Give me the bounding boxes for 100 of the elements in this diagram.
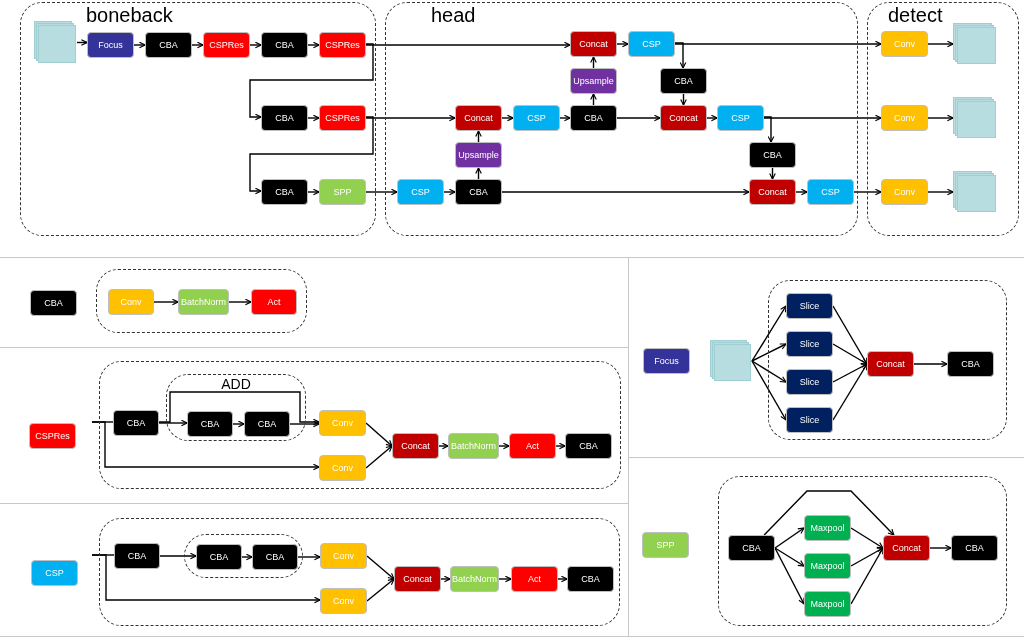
dashed-container — [867, 2, 1019, 236]
arrow — [559, 114, 571, 122]
arrow — [307, 114, 320, 122]
process-box: BatchNorm — [448, 433, 499, 459]
arrow — [501, 188, 750, 196]
arrow — [590, 93, 597, 106]
arrow — [365, 422, 393, 447]
arrow — [76, 39, 88, 46]
group-heading: head — [431, 3, 476, 28]
arrow — [774, 527, 805, 549]
arrow — [366, 578, 395, 602]
arrow — [133, 41, 146, 49]
process-box: Slice — [786, 293, 833, 319]
process-box: CBA — [187, 411, 233, 437]
process-box: CBA — [455, 179, 502, 205]
process-box: Concat — [883, 535, 930, 561]
process-box: CBA — [567, 566, 614, 592]
process-box: Concat — [867, 351, 914, 377]
process-box: Act — [509, 433, 556, 459]
process-box: CBA — [565, 433, 612, 459]
arrow — [365, 41, 571, 49]
arrow — [241, 553, 253, 561]
arrow — [913, 360, 948, 368]
process-box: Concat — [570, 31, 617, 57]
arrow — [927, 188, 954, 196]
dashed-container — [768, 280, 1007, 440]
dashed-container — [718, 476, 1007, 626]
process-box: Focus — [643, 348, 690, 374]
process-box: SPP — [319, 179, 366, 205]
process-box: CBA — [252, 544, 298, 570]
arrow — [249, 116, 374, 195]
arrow — [774, 547, 805, 605]
arrow — [706, 114, 718, 122]
process-box: CSPRes — [203, 32, 250, 58]
arrow — [501, 114, 514, 122]
process-box: SPP — [642, 532, 689, 558]
process-box: CBA — [570, 105, 617, 131]
process-box: Act — [511, 566, 558, 592]
process-box: Concat — [660, 105, 707, 131]
arrow — [751, 343, 787, 362]
dashed-container — [99, 518, 620, 626]
process-box: CBA — [749, 142, 796, 168]
arrow — [795, 188, 808, 196]
arrow — [927, 114, 954, 122]
arrow — [832, 305, 868, 365]
process-box: Concat — [392, 433, 439, 459]
process-box: Conv — [881, 179, 928, 205]
process-box: Conv — [881, 105, 928, 131]
process-box: CSP — [628, 31, 675, 57]
arrow — [297, 553, 321, 561]
process-box: Conv — [320, 543, 367, 569]
arrow — [498, 442, 510, 450]
arrow — [832, 363, 868, 421]
process-box: BatchNorm — [450, 566, 499, 592]
arrow — [159, 552, 197, 560]
arrow — [289, 420, 320, 428]
arrow — [616, 40, 629, 48]
process-box: Concat — [455, 105, 502, 131]
arrow — [751, 305, 787, 362]
process-box: CBA — [114, 543, 160, 569]
arrow — [763, 490, 895, 536]
arrow — [674, 42, 687, 69]
arrow — [475, 167, 482, 180]
dashed-container — [166, 374, 306, 441]
dashed-container — [20, 2, 376, 236]
arrow — [850, 547, 884, 567]
process-box: Focus — [87, 32, 134, 58]
group-heading: detect — [888, 3, 943, 28]
process-box: Maxpool — [804, 591, 851, 617]
process-box: Maxpool — [804, 515, 851, 541]
arrow — [365, 445, 393, 469]
arrow — [158, 391, 320, 426]
process-box: Slice — [786, 407, 833, 433]
group-heading: boneback — [86, 3, 173, 28]
process-box: Maxpool — [804, 553, 851, 579]
process-box: Act — [251, 289, 297, 315]
dashed-container — [385, 2, 858, 236]
process-box: CBA — [261, 105, 308, 131]
arrow — [853, 188, 882, 196]
process-box: CBA — [947, 351, 994, 377]
arrow — [929, 544, 952, 552]
arrow — [365, 188, 398, 196]
arrow — [751, 360, 787, 421]
process-box: CBA — [30, 290, 77, 316]
process-box: CBA — [951, 535, 998, 561]
process-box: CBA — [660, 68, 707, 94]
arrow — [153, 298, 179, 306]
arrow — [590, 56, 597, 69]
process-box: CSP — [717, 105, 764, 131]
arrow — [680, 93, 687, 106]
process-box: CSP — [31, 560, 78, 586]
arrow — [158, 419, 188, 427]
process-box: Conv — [320, 588, 367, 614]
arrow — [365, 114, 456, 122]
process-box: CSP — [397, 179, 444, 205]
process-box: CSP — [807, 179, 854, 205]
arrow — [91, 554, 321, 604]
arrow — [232, 420, 245, 428]
process-box: CBA — [196, 544, 242, 570]
arrow — [555, 442, 566, 450]
